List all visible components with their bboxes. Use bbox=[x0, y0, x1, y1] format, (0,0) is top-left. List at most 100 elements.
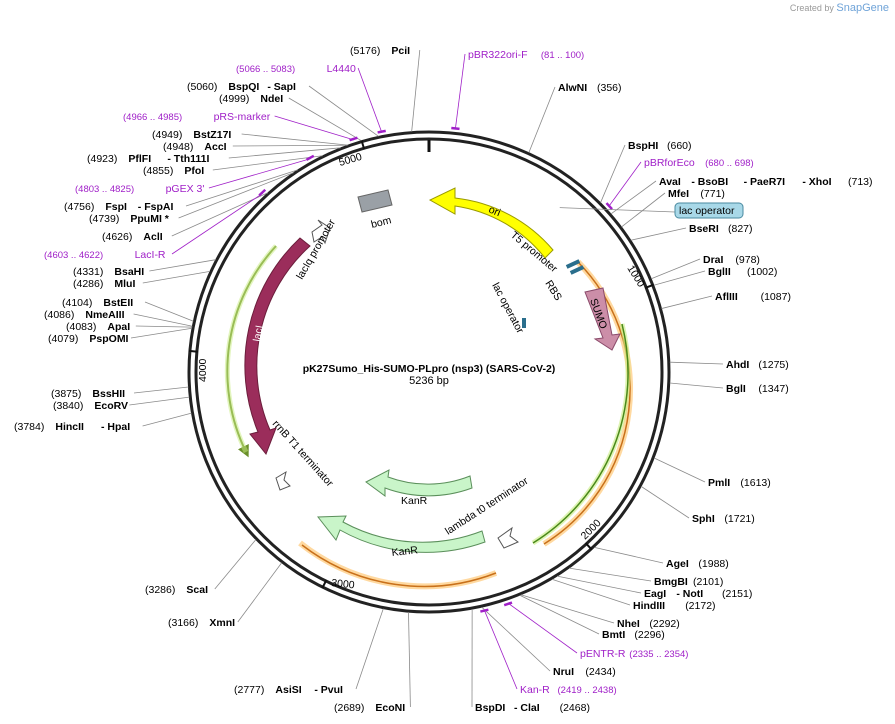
leader-line bbox=[135, 325, 193, 328]
site-apai[interactable]: (4083)ApaI bbox=[66, 321, 130, 333]
site-pos: (356) bbox=[597, 82, 622, 94]
kanr-feature-2[interactable] bbox=[317, 515, 486, 553]
site-pos: (827) bbox=[728, 223, 753, 235]
site-fspi[interactable]: (4756)FspI- FspAI bbox=[64, 201, 173, 213]
primer-name: pRS-marker bbox=[214, 111, 271, 123]
scale-tick-2000 bbox=[584, 542, 593, 551]
site-ecorv[interactable]: (3840)EcoRV bbox=[53, 400, 128, 412]
primer-binding-mark bbox=[349, 136, 358, 142]
site-bmgbi[interactable]: BmgBI(2101) bbox=[654, 576, 723, 588]
leader-line bbox=[651, 258, 701, 280]
leader-line bbox=[308, 85, 379, 137]
site-nmeaiii[interactable]: (4086)NmeAIII bbox=[44, 309, 125, 321]
primer-range: (2335 .. 2354) bbox=[629, 649, 688, 660]
site-bmti[interactable]: BmtI(2296) bbox=[602, 629, 665, 641]
site-name: AvaI bbox=[659, 176, 681, 188]
lambda-terminator-feature[interactable] bbox=[497, 526, 519, 549]
sumo-feature[interactable] bbox=[584, 287, 621, 351]
site-name: HindIII bbox=[633, 600, 665, 612]
leader-line bbox=[212, 155, 323, 171]
site-pspomi[interactable]: (4079)PspOMI bbox=[48, 333, 129, 345]
primer-pentrr[interactable]: pENTR-R(2335 .. 2354) bbox=[580, 648, 688, 660]
primer-leader-line bbox=[274, 115, 354, 141]
site-asisi[interactable]: (2777)AsiSI- PvuI bbox=[234, 684, 343, 696]
laciq-promoter-feature[interactable] bbox=[311, 219, 331, 245]
scale-tick-1000 bbox=[644, 283, 654, 289]
site-nrui[interactable]: NruI(2434) bbox=[553, 666, 616, 678]
rrnb-terminator-feature[interactable] bbox=[275, 470, 291, 491]
primer-pbrforeco[interactable]: pBRforEco(680 .. 698) bbox=[644, 157, 754, 169]
site-bspdi[interactable]: BspDI- ClaI(2468) bbox=[475, 702, 590, 714]
lac-operator-box[interactable] bbox=[674, 202, 744, 219]
site-ndei[interactable]: (4999)NdeI bbox=[219, 93, 283, 105]
site-pos: (2151) bbox=[722, 588, 752, 600]
site-name: HincII bbox=[55, 421, 84, 433]
ori-feature[interactable] bbox=[428, 187, 554, 259]
site-name: BstZ17I bbox=[193, 129, 231, 141]
bom-feature[interactable] bbox=[357, 189, 393, 213]
site-name: BglII bbox=[708, 266, 731, 278]
site-alwni[interactable]: AlwNI(356) bbox=[558, 82, 622, 94]
site-agei[interactable]: AgeI(1988) bbox=[666, 558, 729, 570]
site-bstz17i[interactable]: (4949)BstZ17I bbox=[152, 129, 231, 141]
site-nhei[interactable]: NheI(2292) bbox=[617, 618, 680, 630]
leader-line bbox=[185, 169, 298, 207]
laci-feature[interactable] bbox=[244, 237, 311, 455]
site-name: EcoNI bbox=[375, 702, 405, 714]
site-econi[interactable]: (2689)EcoNI bbox=[334, 702, 405, 714]
site-pmli[interactable]: PmlI(1613) bbox=[708, 477, 771, 489]
site-bsahi[interactable]: (4331)BsaHI bbox=[73, 266, 144, 278]
site-ppumi[interactable]: (4739)PpuMI * bbox=[89, 213, 170, 225]
primer-range: (4966 .. 4985) bbox=[123, 112, 182, 123]
site-pfoi[interactable]: (4855)PfoI bbox=[143, 165, 204, 177]
site-name: FspI bbox=[105, 201, 127, 213]
leader-line bbox=[408, 612, 411, 708]
leader-line bbox=[142, 270, 211, 284]
primer-name: LacI-R bbox=[135, 249, 166, 261]
site-pos: (5060) bbox=[187, 81, 217, 93]
site-pcii[interactable]: (5176)PciI bbox=[350, 45, 410, 57]
site-pflfi[interactable]: (4923)PflFI- Tth111I bbox=[87, 153, 209, 165]
site-xmni[interactable]: (3166)XmnI bbox=[168, 617, 235, 629]
site-pos: (771) bbox=[700, 188, 725, 200]
site-name: NheI bbox=[617, 618, 640, 630]
site-drai[interactable]: DraI(978) bbox=[703, 254, 760, 266]
primer-l4440[interactable]: (5066 .. 5083)L4440 bbox=[236, 63, 356, 75]
site-name: ApaI bbox=[107, 321, 130, 333]
primer-kanr[interactable]: Kan-R(2419 .. 2438) bbox=[520, 684, 617, 696]
leader-line bbox=[481, 606, 551, 672]
site-mlui[interactable]: (4286)MluI bbox=[73, 278, 135, 290]
site-mfei[interactable]: MfeI (771) bbox=[668, 188, 725, 200]
kanr-feature-1[interactable] bbox=[365, 469, 473, 497]
site-name: BspDI bbox=[475, 702, 505, 714]
site-bsphi[interactable]: BspHI(660) bbox=[628, 140, 692, 152]
site-name: MfeI bbox=[668, 188, 689, 200]
site-bgli[interactable]: BglI(1347) bbox=[726, 383, 789, 395]
primer-prsmarker[interactable]: (4966 .. 4985) pRS-marker bbox=[123, 111, 271, 123]
site-bsteii[interactable]: (4104)BstEII bbox=[62, 297, 133, 309]
site-eagi[interactable]: EagI- NotI(2151) bbox=[644, 588, 752, 600]
site-hindiii[interactable]: HindIII(2172) bbox=[633, 600, 716, 612]
site-bseri[interactable]: BseRI(827) bbox=[689, 223, 753, 235]
site-hincii[interactable]: (3784)HincII- HpaI bbox=[14, 421, 130, 433]
site-name: DraI bbox=[703, 254, 724, 266]
site-bglii[interactable]: BglII(1002) bbox=[708, 266, 777, 278]
site-sphi[interactable]: SphI(1721) bbox=[692, 513, 755, 525]
site-acci[interactable]: (4948)AccI bbox=[163, 141, 227, 153]
site-ahdi[interactable]: AhdI(1275) bbox=[726, 359, 789, 371]
site-afliii[interactable]: AflIII(1087) bbox=[715, 291, 791, 303]
primer-pbr322orif[interactable]: pBR322ori-F(81 .. 100) bbox=[468, 49, 584, 61]
site-avai[interactable]: AvaI- BsoBI- PaeR7I- XhoI(713) bbox=[659, 176, 873, 188]
site-acli[interactable]: (4626)AclI bbox=[102, 231, 163, 243]
site-scai[interactable]: (3286)ScaI bbox=[145, 584, 208, 596]
primer-lacir[interactable]: (4603 .. 4622)LacI-R bbox=[44, 249, 166, 261]
site-bspqi[interactable]: (5060)BspQI- SapI bbox=[187, 81, 296, 93]
site-pos: (4855) bbox=[143, 165, 173, 177]
site-name2: - HpaI bbox=[101, 421, 130, 433]
site-bsshii[interactable]: (3875)BssHII bbox=[51, 388, 125, 400]
leader-line bbox=[557, 575, 642, 594]
primer-pgex3[interactable]: (4803 .. 4825)pGEX 3' bbox=[75, 183, 204, 195]
leader-line bbox=[653, 270, 706, 286]
site-name: XmnI bbox=[209, 617, 235, 629]
